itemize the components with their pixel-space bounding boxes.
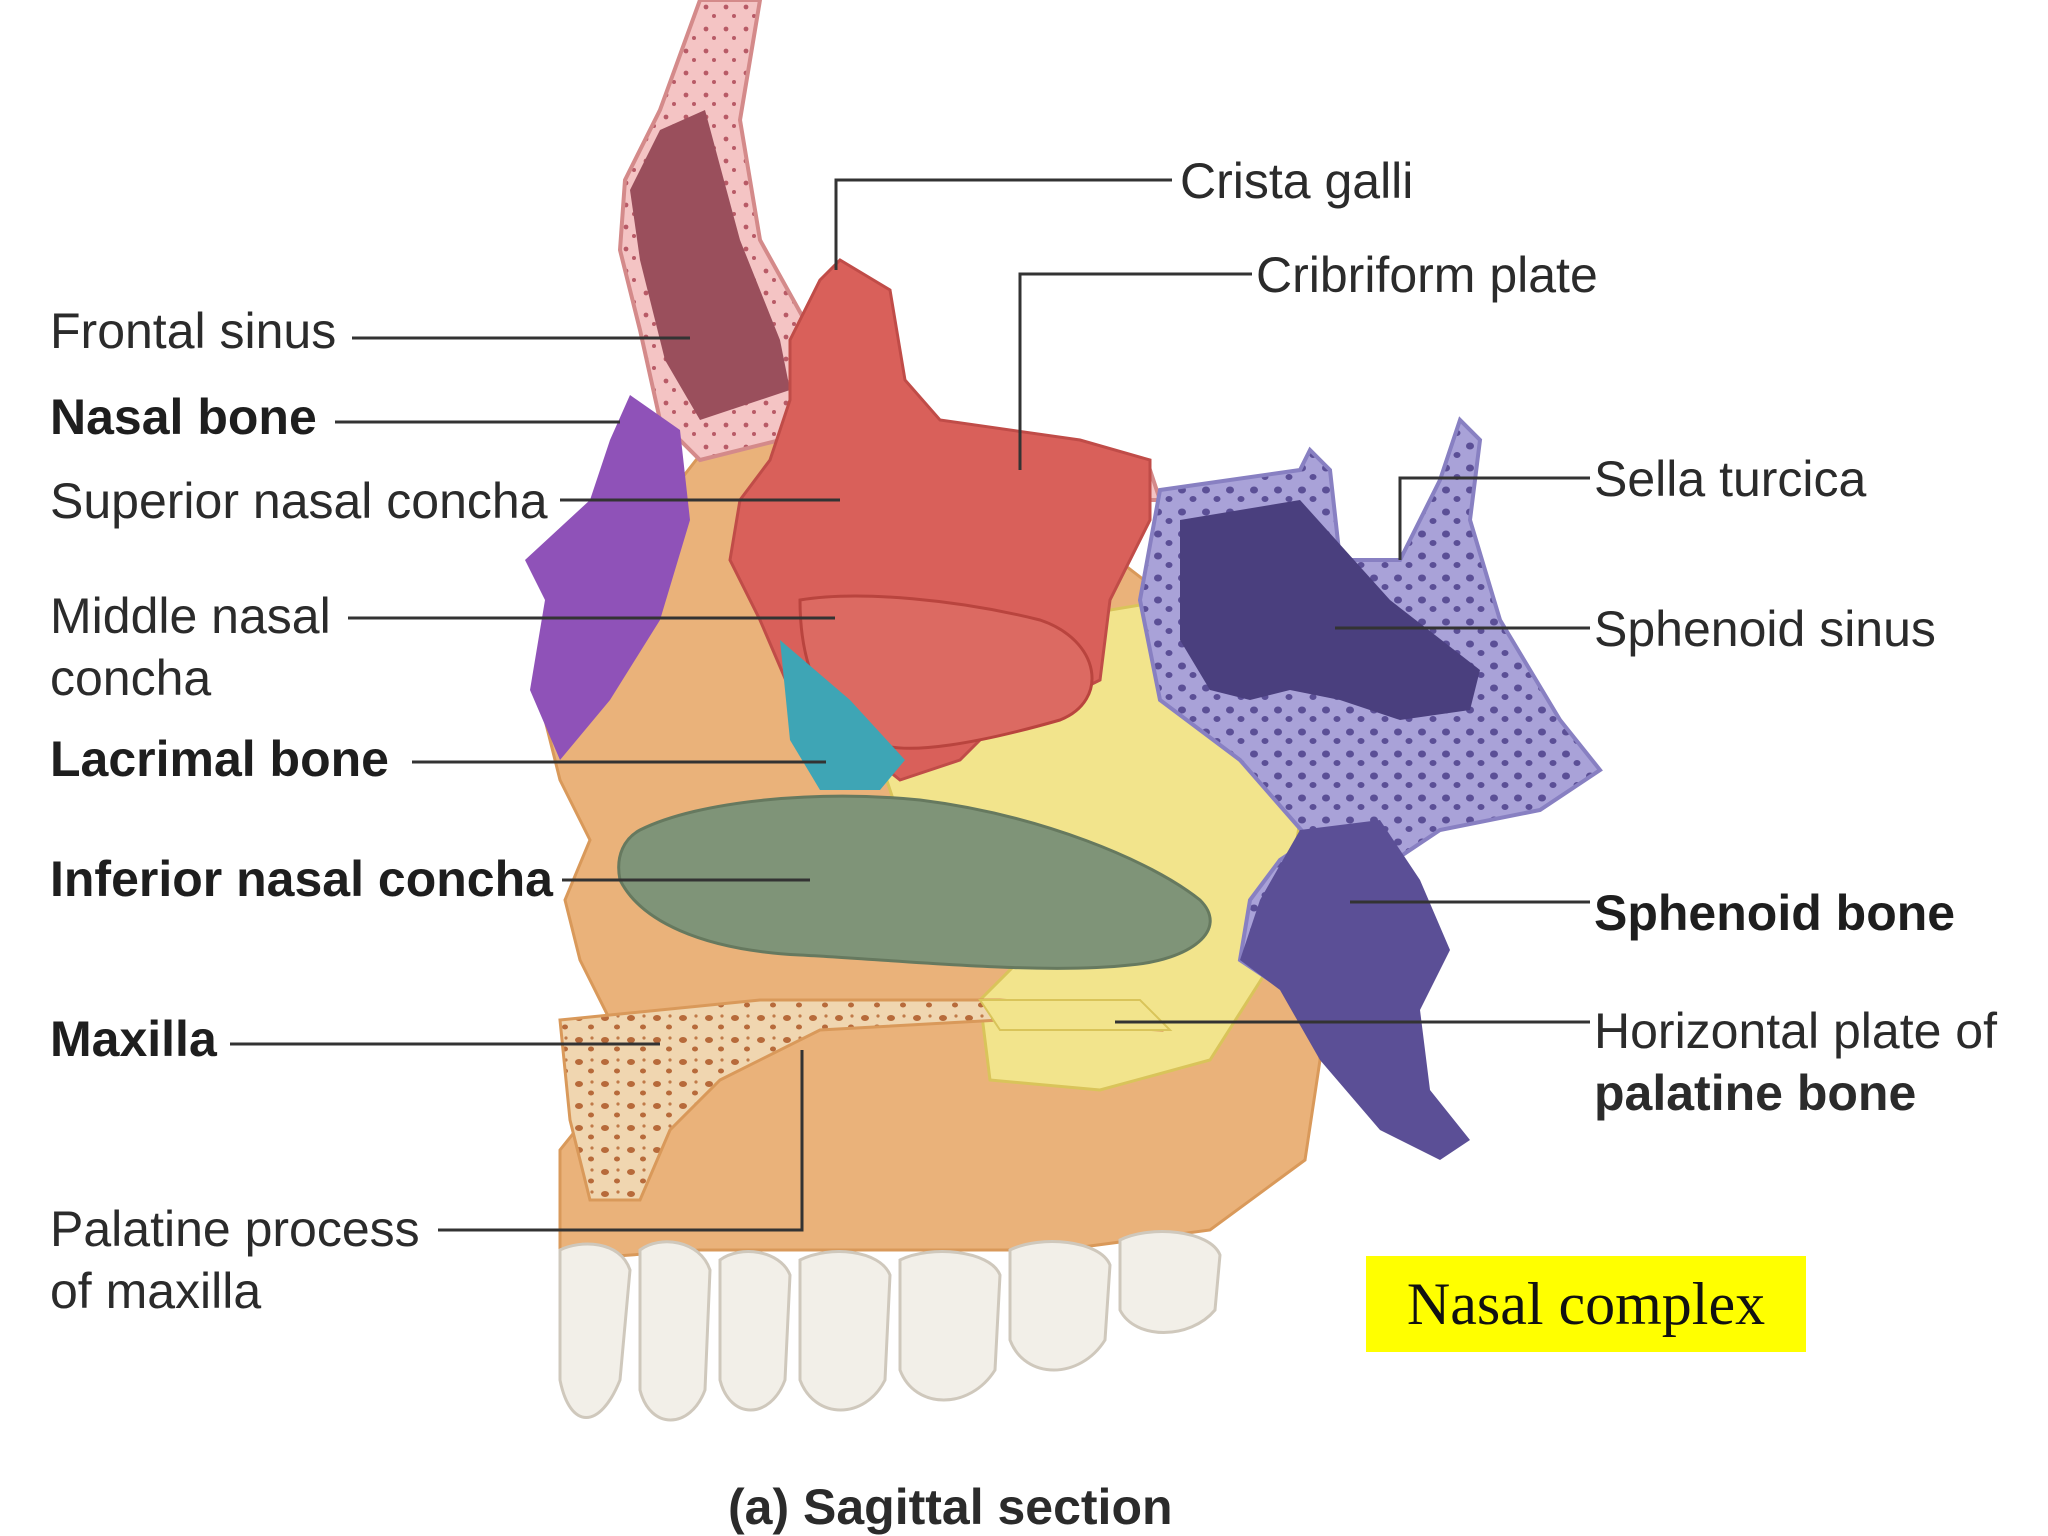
leader-lines — [230, 178, 1590, 1232]
lacrimal-bone-shape — [780, 640, 905, 790]
teeth-group — [558, 1230, 1222, 1422]
label-lacrimal-bone: Lacrimal bone — [50, 731, 389, 787]
label-inferior-nasal-concha: Inferior nasal concha — [50, 851, 553, 907]
label-crista-galli: Crista galli — [1180, 153, 1414, 209]
label-frontal-sinus: Frontal sinus — [50, 303, 337, 359]
label-cribriform-plate: Cribriform plate — [1256, 247, 1598, 303]
label-sella-turcica: Sella turcica — [1594, 451, 1867, 507]
tooth — [718, 1250, 792, 1412]
pterygoid-process-shape — [1240, 820, 1470, 1160]
figure-caption: (a) Sagittal section — [728, 1479, 1173, 1535]
label-sphenoid-bone: Sphenoid bone — [1594, 885, 1956, 941]
tooth — [638, 1240, 712, 1422]
tooth — [558, 1242, 632, 1419]
label-maxilla: Maxilla — [50, 1011, 217, 1067]
nasal-bone-shape — [525, 395, 690, 760]
tooth — [898, 1250, 1002, 1402]
label-superior-nasal-concha: Superior nasal concha — [50, 473, 548, 529]
leader-sella-turcica — [1398, 476, 1590, 560]
leader-crista-galli — [834, 178, 1172, 270]
label-nasal-bone: Nasal bone — [50, 389, 317, 445]
label-horizontal-plate: Horizontal plate of palatine bone — [1594, 1003, 1998, 1121]
frontal-sinus-shape — [630, 110, 790, 420]
tooth — [798, 1250, 892, 1412]
label-sphenoid-sinus: Sphenoid sinus — [1594, 601, 1936, 657]
horizontal-plate-shape — [978, 999, 1173, 1031]
leader-palatine-process — [438, 1050, 804, 1232]
label-middle-nasal-concha: Middle nasal concha — [50, 588, 331, 706]
tooth — [1008, 1240, 1112, 1372]
leader-cribriform — [1018, 272, 1252, 470]
sphenoid-sinus-shape — [1180, 500, 1480, 720]
tooth — [1118, 1230, 1222, 1334]
title-badge: Nasal complex — [1366, 1256, 1806, 1352]
label-palatine-process: Palatine process of maxilla — [50, 1201, 420, 1319]
inferior-concha-shape — [617, 794, 1212, 970]
title-badge-text: Nasal complex — [1406, 1270, 1766, 1337]
